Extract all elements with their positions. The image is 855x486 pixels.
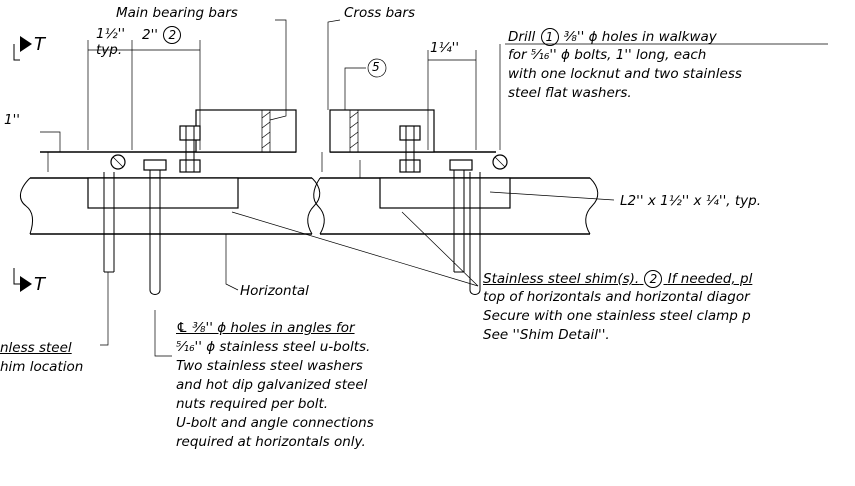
dim-2: 2'' 2 xyxy=(142,26,182,44)
shim-location-line1: nless steel xyxy=(0,340,72,356)
dim-1-4: 1¼'' xyxy=(430,40,460,56)
drill-note-line3: with one locknut and two stainless xyxy=(508,66,742,82)
leader-ref-5 xyxy=(344,67,366,110)
drill-note-line1: Drill 1 ⅜'' ϕ holes in walkway xyxy=(508,28,717,46)
shim-note-line4: See ''Shim Detail''. xyxy=(483,327,610,343)
dim-typ: typ. xyxy=(96,42,123,58)
label-horizontal: Horizontal xyxy=(240,283,309,299)
pipe-left-break-right xyxy=(307,177,321,235)
dim-1: 1'' xyxy=(4,112,21,128)
section-mark-top-line xyxy=(13,44,20,61)
cross-bar-left xyxy=(261,110,271,152)
leader-shim-right xyxy=(401,211,479,287)
shim-location-line2: him location xyxy=(0,359,84,375)
ubolt-note-line1: ℄ ⅜'' ϕ holes in angles for xyxy=(176,320,355,336)
u-bolt-nut-left xyxy=(143,159,167,171)
dim-line-right xyxy=(427,50,477,150)
leader-angle xyxy=(489,191,615,201)
ubolt-note-line6: U-bolt and angle connections xyxy=(176,415,374,431)
shim-note-line3: Secure with one stainless steel clamp p xyxy=(483,308,751,324)
label-cross-bars: Cross bars xyxy=(344,5,416,21)
section-label-bottom: T xyxy=(34,274,45,295)
label-angle: L2'' x 1½'' x ¼'', typ. xyxy=(620,193,762,209)
clamp-screw-left-slot xyxy=(112,156,124,168)
u-bolt-left-leg-a xyxy=(103,172,115,273)
drill-note-line4: steel flat washers. xyxy=(508,85,632,101)
section-label-top: T xyxy=(34,34,45,55)
u-bolt-right-leg-b xyxy=(469,172,481,295)
label-main-bearing-bars: Main bearing bars xyxy=(116,5,238,21)
bolt-nut-left-bottom xyxy=(179,159,201,173)
dim-1-leader xyxy=(40,131,61,152)
shim-ref-circle: 2 xyxy=(644,270,663,288)
ubolt-note-line5: nuts required per bolt. xyxy=(176,396,329,412)
leader-main-bearing-bars xyxy=(269,19,287,121)
angle-right xyxy=(379,177,511,209)
leader-shim-left xyxy=(231,211,479,287)
ref-2-circle: 2 xyxy=(163,26,182,44)
drill-note-line2: for ⁵⁄₁₆'' ϕ bolts, 1'' long, each xyxy=(508,47,707,63)
pipe-right-break-left xyxy=(313,177,325,235)
leader-horizontal xyxy=(225,234,239,291)
ref-1-circle: 1 xyxy=(540,28,559,46)
u-bolt-right-leg-a xyxy=(453,160,465,273)
cross-bar-right xyxy=(349,110,359,152)
leader-ubolt-holes xyxy=(154,310,172,357)
bearing-bars-left xyxy=(195,109,297,153)
ubolt-note-line2: ⁵⁄₁₆'' ϕ stainless steel u-bolts. xyxy=(176,339,371,355)
u-bolt-left-leg-b xyxy=(149,160,161,295)
bolt-shank-right xyxy=(405,126,415,172)
section-arrow-top xyxy=(20,36,32,52)
shim-note-line2: top of horizontals and horizontal diagor xyxy=(483,289,750,305)
bolt-nut-right-top xyxy=(399,125,421,141)
cross-bar-right-hatch xyxy=(349,111,359,149)
section-arrow-bottom xyxy=(20,276,32,292)
u-bolt-nut-right xyxy=(449,159,473,171)
bolt-nut-right-bottom xyxy=(399,159,421,173)
bolt-shank-left xyxy=(185,126,195,172)
dim-ext-left xyxy=(87,40,201,150)
ref-5: 5 xyxy=(372,60,380,74)
pipe-right-break-right xyxy=(585,177,599,235)
bolt-nut-left-top xyxy=(179,125,201,141)
dim-1-5: 1½'' xyxy=(96,26,126,42)
ubolt-note-line4: and hot dip galvanized steel xyxy=(176,377,368,393)
angle-left xyxy=(87,177,239,209)
shim-note-line1: Stainless steel shim(s). 2 If needed, pl xyxy=(483,270,753,288)
cross-bar-left-hatch xyxy=(261,111,271,149)
pipe-left-break-left xyxy=(20,177,34,235)
leader-shim-location xyxy=(100,272,109,346)
section-mark-bottom-line xyxy=(13,268,20,285)
clamp-screw-right-slot xyxy=(494,156,506,168)
ubolt-note-line3: Two stainless steel washers xyxy=(176,358,363,374)
ref-5-circle xyxy=(367,58,387,78)
leader-cross-bars xyxy=(327,19,341,110)
dim-1-arrows xyxy=(47,152,361,178)
ubolt-note-line7: required at horizontals only. xyxy=(176,434,366,450)
